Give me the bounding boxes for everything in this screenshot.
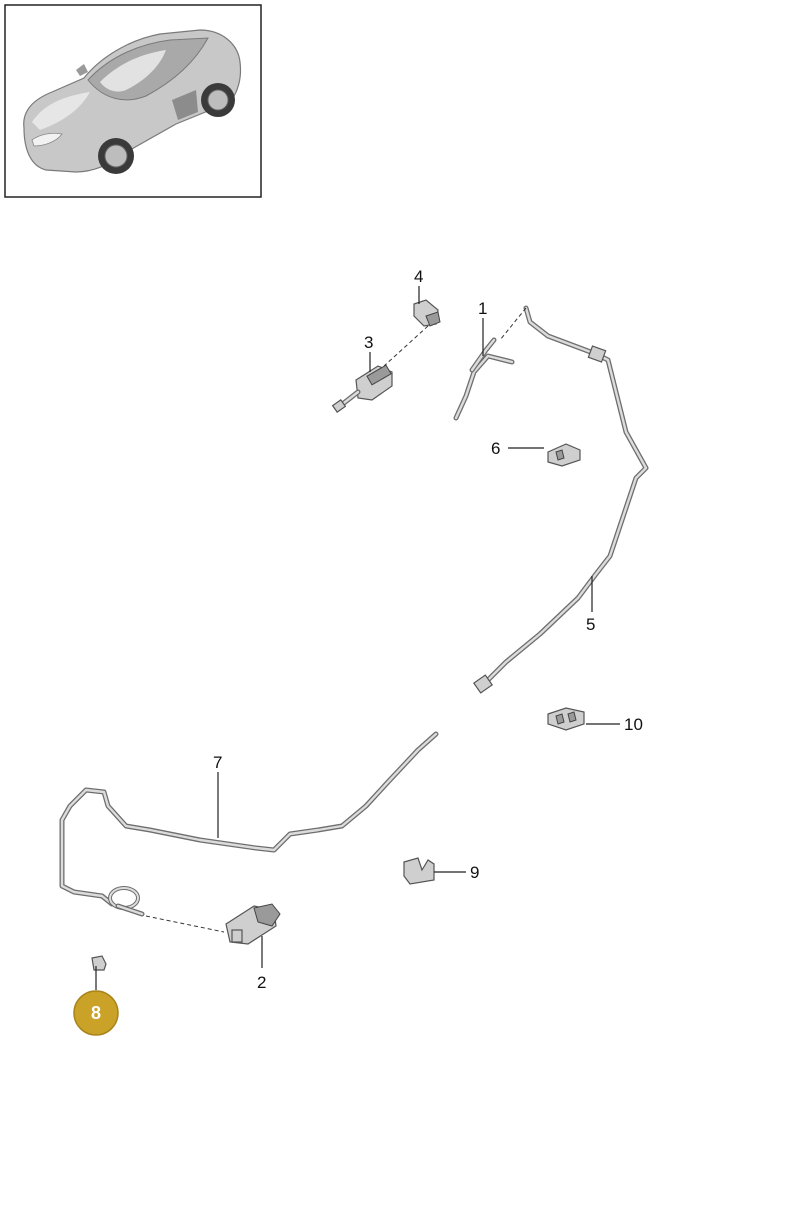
clutch-line-lower[interactable] [59,731,439,917]
connector-part[interactable] [413,299,441,327]
sports-car-icon [23,29,242,174]
callout-2[interactable]: 2 [257,973,266,992]
dash-link-5-1 [499,307,527,341]
callout-3[interactable]: 3 [364,333,373,352]
dash-link-7-2 [145,915,225,933]
dash-link-4-3 [383,325,429,367]
mounting-bracket[interactable] [403,857,435,885]
callout-6[interactable]: 6 [491,439,500,458]
callout-10[interactable]: 10 [624,715,643,734]
double-pipe-clip[interactable] [547,707,585,731]
callout-7[interactable]: 7 [213,753,222,772]
callout-1[interactable]: 1 [478,299,487,318]
small-clip[interactable] [91,955,107,971]
clutch-slave-cylinder[interactable] [225,903,281,945]
callout-8[interactable]: 8 [91,1003,101,1023]
callout-9[interactable]: 9 [470,863,479,882]
callout-4[interactable]: 4 [414,267,423,286]
vehicle-thumbnail[interactable] [4,4,262,198]
clutch-master-cylinder[interactable] [331,364,393,413]
callout-8-badge[interactable]: 8 [73,990,119,1036]
callout-5[interactable]: 5 [586,615,595,634]
leader-lines [95,286,620,990]
pipe-clip[interactable] [547,443,581,467]
clutch-line-upper[interactable] [472,305,649,694]
clutch-hose[interactable] [453,337,515,421]
highlight-badge-circle [73,990,119,1036]
